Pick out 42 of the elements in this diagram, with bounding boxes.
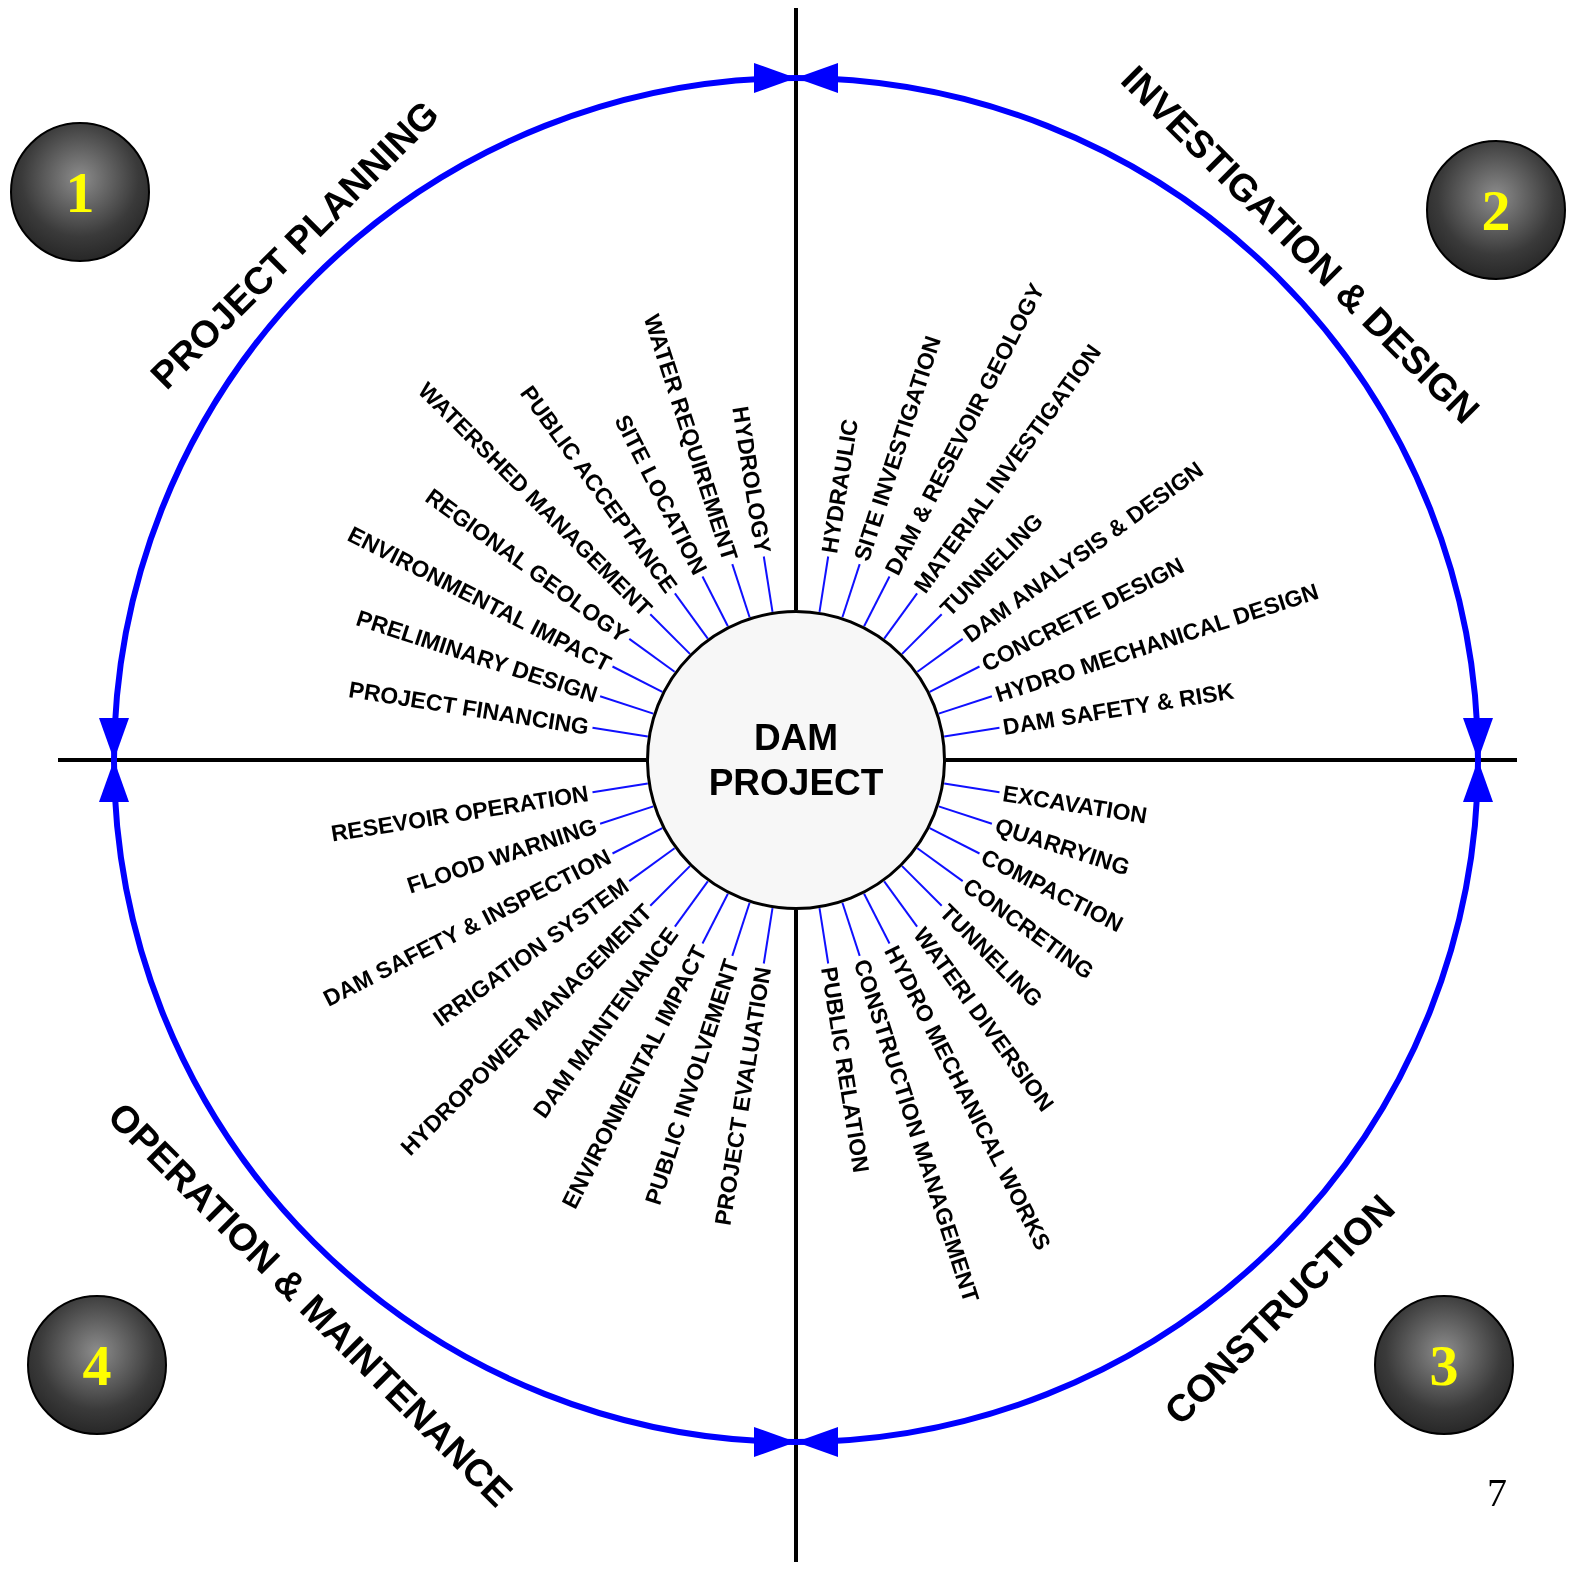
spoke-line bbox=[901, 865, 943, 907]
spoke-line bbox=[928, 665, 981, 693]
spoke-line bbox=[883, 880, 919, 928]
spoke-line bbox=[943, 726, 1001, 738]
spoke-line bbox=[673, 592, 709, 640]
spoke-line bbox=[611, 827, 664, 855]
phase-number-circle: 3 bbox=[1374, 1295, 1514, 1435]
spoke-line bbox=[701, 892, 729, 945]
spoke-line bbox=[762, 907, 774, 965]
spoke-line bbox=[937, 805, 993, 825]
phase-number-circle: 2 bbox=[1426, 140, 1566, 280]
phase-number-circle: 4 bbox=[27, 1295, 167, 1435]
spoke-line bbox=[649, 865, 691, 907]
spoke-line bbox=[611, 665, 664, 693]
spoke-line bbox=[818, 907, 830, 965]
spoke-line bbox=[673, 880, 709, 928]
spoke-line bbox=[841, 563, 861, 619]
spoke-line bbox=[818, 555, 830, 613]
spoke-line bbox=[916, 847, 964, 883]
phase-number-circle: 1 bbox=[10, 122, 150, 262]
center-circle: DAM PROJECT bbox=[646, 610, 946, 910]
spoke-line bbox=[649, 613, 691, 655]
spoke-line bbox=[916, 637, 964, 673]
spoke-line bbox=[937, 695, 993, 715]
spoke-line bbox=[731, 563, 751, 619]
spoke-line bbox=[841, 901, 861, 957]
spoke-line bbox=[628, 637, 676, 673]
spoke-line bbox=[863, 892, 891, 945]
spoke-line bbox=[731, 901, 751, 957]
spoke-line bbox=[591, 726, 649, 738]
spoke-line bbox=[591, 782, 649, 794]
spoke-line bbox=[901, 613, 943, 655]
spoke-line bbox=[628, 847, 676, 883]
spoke-line bbox=[863, 575, 891, 628]
spoke-line bbox=[701, 575, 729, 628]
spoke-line bbox=[762, 555, 774, 613]
spoke-line bbox=[883, 592, 919, 640]
spoke-line bbox=[599, 805, 655, 825]
spoke-line bbox=[599, 695, 655, 715]
page-number: 7 bbox=[1487, 1468, 1507, 1516]
spoke-line bbox=[943, 782, 1001, 794]
spoke-line bbox=[928, 827, 981, 855]
